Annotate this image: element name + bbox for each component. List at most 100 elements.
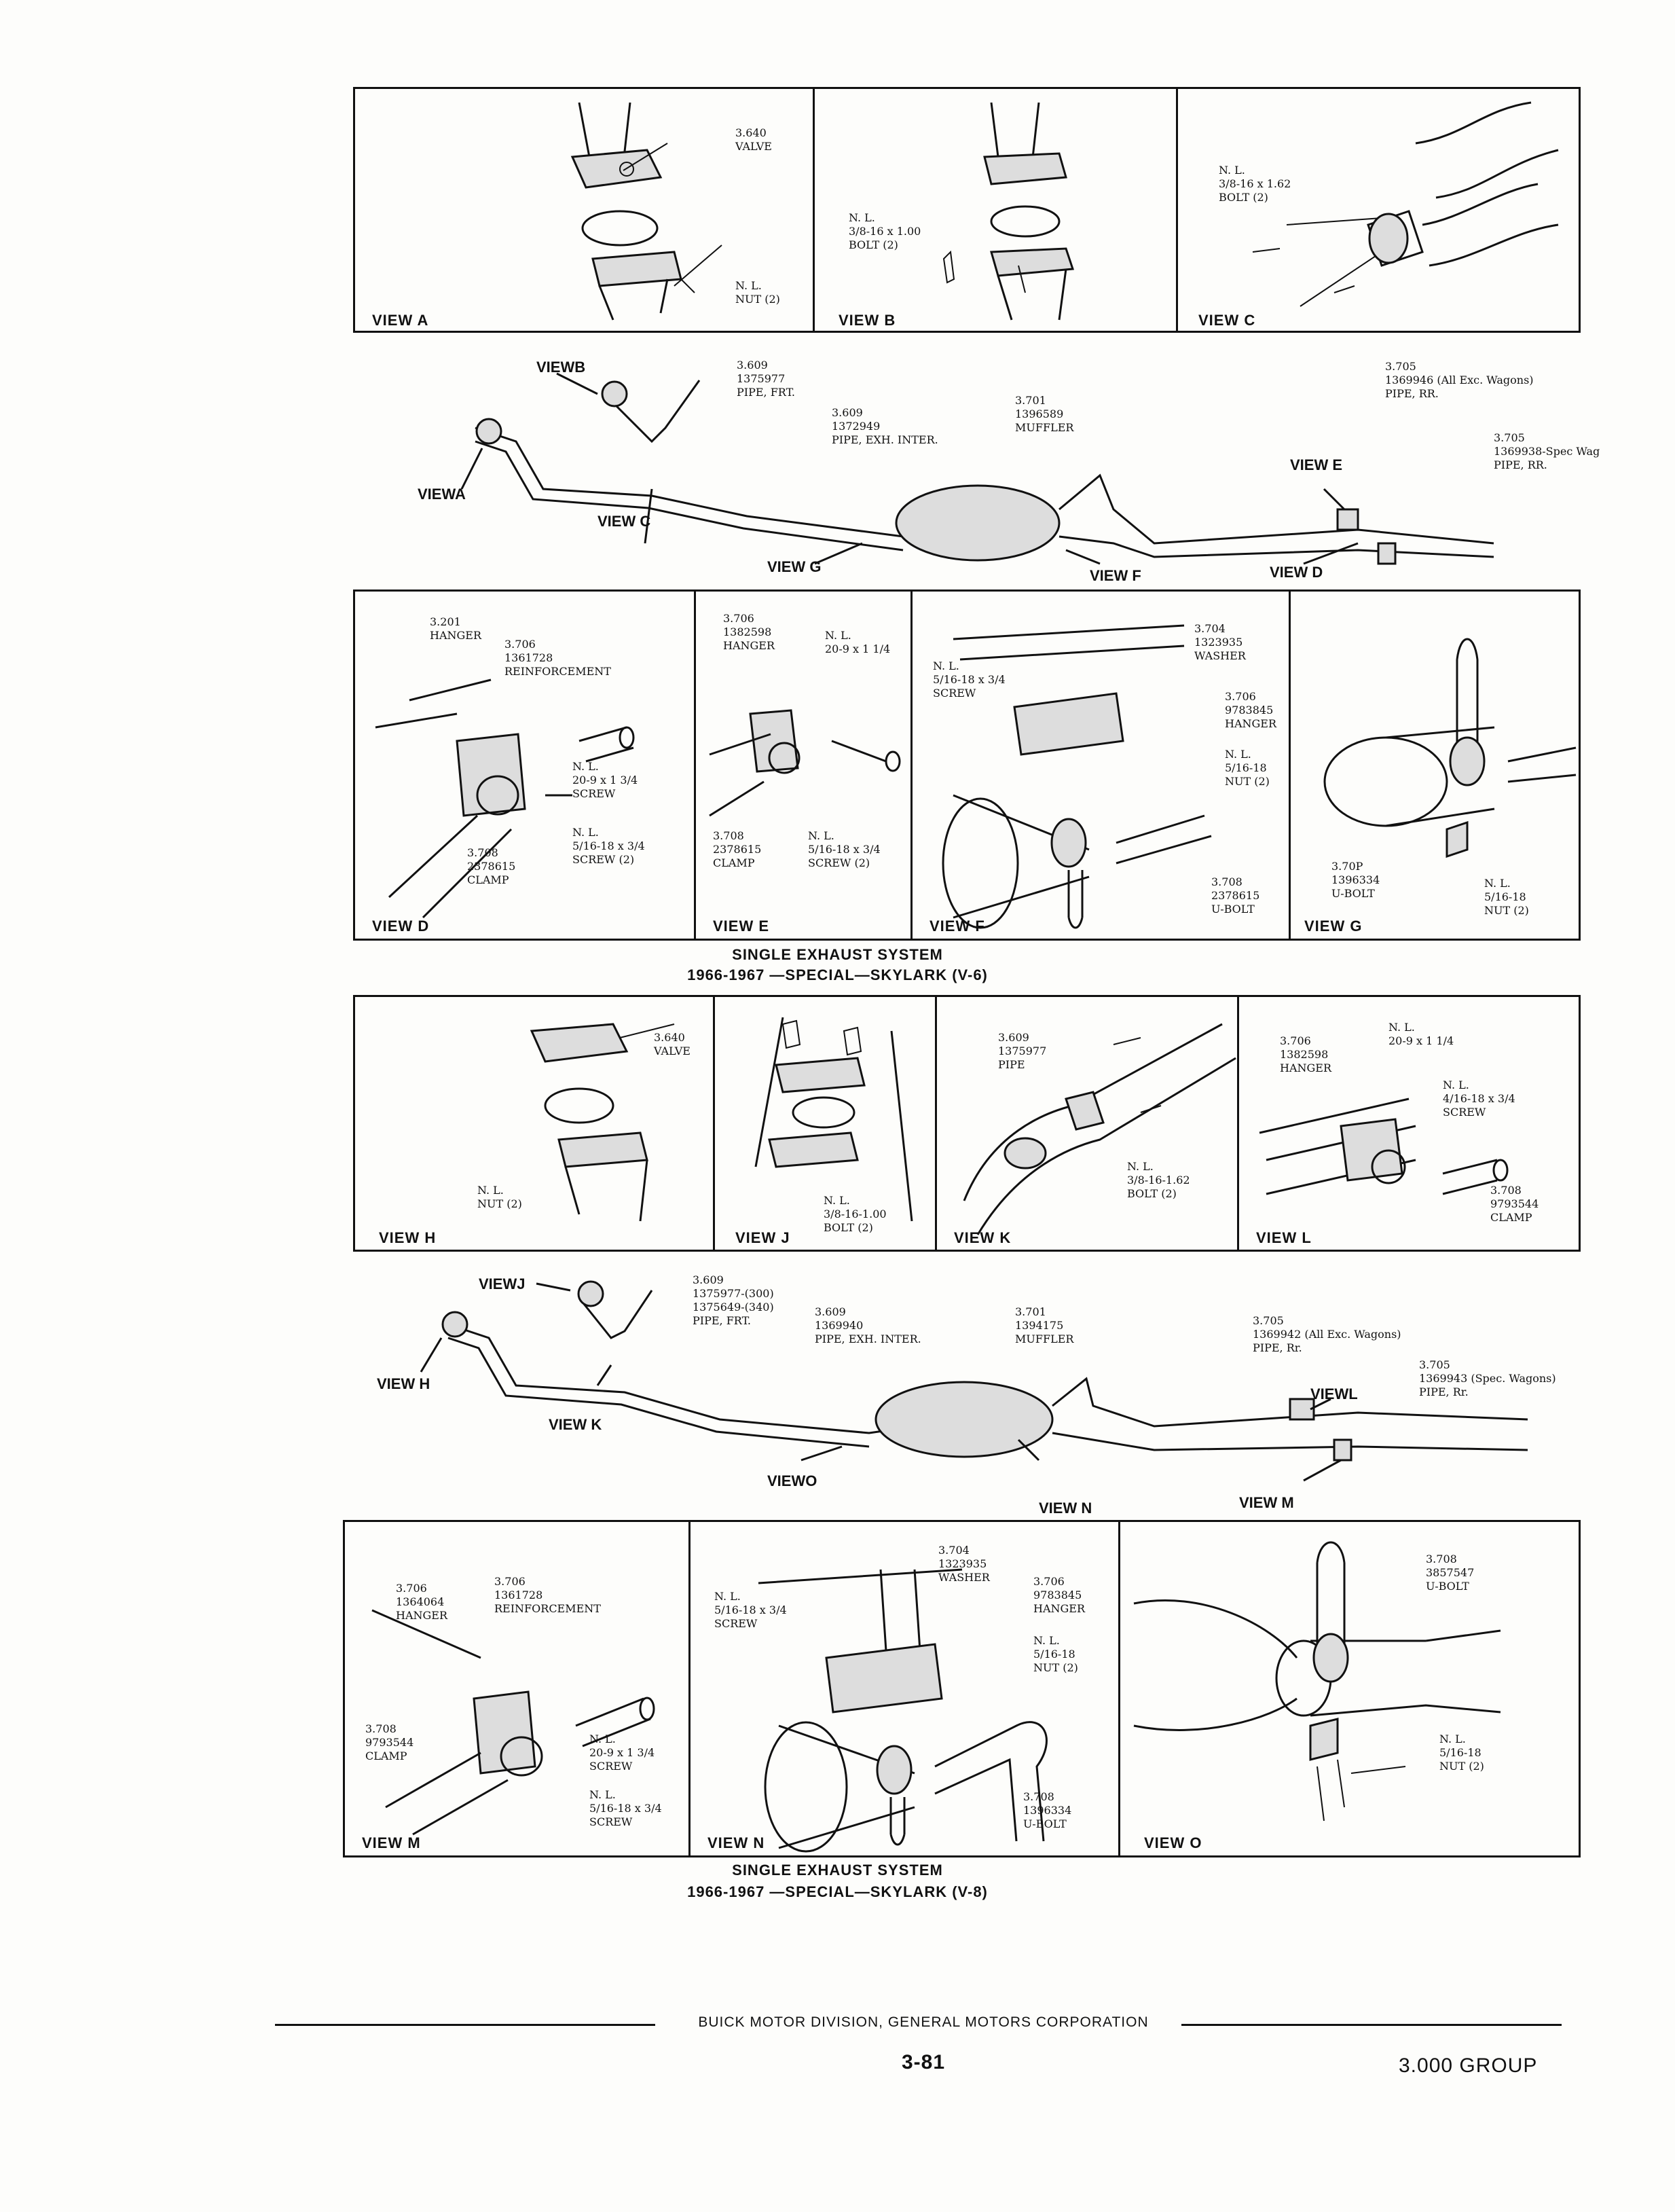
view-e-drawing [709, 709, 901, 817]
view-n-panel: N. L. 5/16-18 x 3/4 SCREW 3.704 1323935 … [688, 1520, 1120, 1857]
view-j-drawing [754, 1017, 913, 1222]
view-m-hanger-label: 3.706 1364064 HANGER [396, 1582, 448, 1622]
view-g-label: VIEW G [1304, 918, 1363, 935]
view-g-nut-label: N. L. 5/16-18 NUT (2) [1484, 877, 1529, 917]
view-c-label: VIEW C [1198, 312, 1256, 329]
view-b-drawing [942, 102, 1075, 321]
view-d-hanger-label: 3.201 HANGER [430, 615, 482, 642]
footer-rule-left [275, 2024, 655, 2026]
view-l-nl1-label: N. L. 20-9 x 1 1/4 [1388, 1021, 1454, 1047]
view-j-panel: N. L. 3/8-16-1.00 BOLT (2) VIEW J [713, 995, 937, 1252]
view-h-panel: 3.640 VALVE N. L. NUT (2) VIEW H [353, 995, 715, 1252]
view-d-reinf-label: 3.706 1361728 REINFORCEMENT [504, 638, 611, 678]
v6-arrow-view-d: VIEW D [1270, 564, 1323, 581]
view-d-label: VIEW D [372, 918, 430, 935]
v8-caption-line1: SINGLE EXHAUST SYSTEM [732, 1862, 943, 1879]
view-m-drawing [371, 1609, 655, 1836]
view-e-label: VIEW E [713, 918, 770, 935]
view-n-hanger-label: 3.706 9783845 HANGER [1033, 1575, 1086, 1615]
view-f-panel: N. L. 5/16-18 x 3/4 SCREW 3.704 1323935 … [910, 590, 1291, 941]
v6-arrow-view-b: VIEWB [536, 359, 586, 376]
view-a-valve-label: 3.640 VALVE [735, 126, 772, 153]
view-o-nut-label: N. L. 5/16-18 NUT (2) [1439, 1733, 1484, 1773]
view-m-reinf-label: 3.706 1361728 REINFORCEMENT [494, 1575, 601, 1615]
view-l-screw-label: N. L. 4/16-18 x 3/4 SCREW [1443, 1078, 1515, 1119]
v6-arrow-view-e: VIEW E [1290, 456, 1343, 473]
view-e-screw-label: N. L. 5/16-18 x 3/4 SCREW (2) [808, 829, 881, 869]
view-a-label: VIEW A [372, 312, 429, 329]
view-f-hanger-label: 3.706 9783845 HANGER [1225, 690, 1277, 730]
view-h-drawing [530, 1023, 675, 1222]
view-m-screw2-label: N. L. 5/16-18 x 3/4 SCREW [589, 1788, 662, 1828]
view-n-label: VIEW N [707, 1834, 765, 1851]
v6-arrow-view-a: VIEWA [418, 486, 466, 503]
view-f-ubolt-label: 3.708 2378615 U-BOLT [1211, 875, 1260, 915]
v8-arrow-view-j: VIEWJ [479, 1275, 526, 1292]
view-o-panel: 3.708 3857547 U-BOLT N. L. 5/16-18 NUT (… [1118, 1520, 1581, 1857]
view-m-panel: 3.706 1364064 HANGER 3.706 1361728 REINF… [343, 1520, 691, 1857]
view-o-drawing [1133, 1541, 1501, 1821]
view-m-label: VIEW M [362, 1834, 421, 1851]
view-h-nut-label: N. L. NUT (2) [477, 1184, 522, 1210]
view-o-ubolt-label: 3.708 3857547 U-BOLT [1426, 1553, 1475, 1593]
v6-arrow-view-c: VIEW C [597, 513, 651, 530]
view-l-clamp-label: 3.708 9793544 CLAMP [1490, 1184, 1539, 1224]
view-e-hanger-label: 3.706 1382598 HANGER [723, 612, 775, 652]
footer-group: 3.000 GROUP [1399, 2054, 1538, 2077]
footer-page-number: 3-81 [901, 2051, 946, 2073]
view-h-valve-label: 3.640 VALVE [654, 1031, 691, 1057]
view-k-label: VIEW K [954, 1229, 1012, 1246]
view-d-screw2-label: N. L. 5/16-18 x 3/4 SCREW (2) [572, 826, 645, 866]
view-f-washer-label: 3.704 1323935 WASHER [1194, 622, 1246, 662]
view-g-panel: 3.70P 1396334 U-BOLT N. L. 5/16-18 NUT (… [1289, 590, 1581, 941]
v8-muffler-label: 3.701 1394175 MUFFLER [1015, 1305, 1074, 1345]
v6-caption-line1: SINGLE EXHAUST SYSTEM [732, 946, 943, 963]
view-f-drawing [942, 624, 1212, 929]
view-d-clamp-label: 3.708 2378615 CLAMP [467, 846, 516, 886]
footer-rule-right [1181, 2024, 1562, 2026]
view-b-label: VIEW B [839, 312, 896, 329]
view-n-washer-label: 3.704 1323935 WASHER [938, 1544, 990, 1584]
v8-exhaust-overview [420, 1280, 1528, 1482]
view-n-drawing [758, 1568, 1048, 1853]
v8-arrow-view-o: VIEWO [767, 1472, 817, 1489]
view-k-panel: 3.609 1375977 PIPE N. L. 3/8-16-1.62 BOL… [935, 995, 1239, 1252]
view-f-screw-label: N. L. 5/16-18 x 3/4 SCREW [933, 659, 1006, 700]
v8-pipe-inter-label: 3.609 1369940 PIPE, EXH. INTER. [815, 1305, 921, 1345]
view-l-label: VIEW L [1256, 1229, 1312, 1246]
v8-pipe-rr2-label: 3.705 1369943 (Spec. Wagons) PIPE, Rr. [1419, 1358, 1556, 1398]
v8-pipe-frt-label: 3.609 1375977-(300) 1375649-(340) PIPE, … [693, 1273, 774, 1327]
v8-pipe-rr1-label: 3.705 1369942 (All Exc. Wagons) PIPE, Rr… [1253, 1314, 1401, 1354]
view-a-nut-label: N. L. NUT (2) [735, 279, 780, 306]
v6-pipe-rr2-label: 3.705 1369938-Spec Wag PIPE, RR. [1494, 431, 1600, 471]
v6-pipe-frt-label: 3.609 1375977 PIPE, FRT. [737, 359, 795, 399]
view-n-screw-label: N. L. 5/16-18 x 3/4 SCREW [714, 1590, 787, 1630]
v6-arrow-view-g: VIEW G [767, 558, 822, 575]
view-e-clamp-label: 3.708 2378615 CLAMP [713, 829, 762, 869]
view-e-panel: 3.706 1382598 HANGER N. L. 20-9 x 1 1/4 … [694, 590, 913, 941]
view-m-screw1-label: N. L. 20-9 x 1 3/4 SCREW [589, 1733, 655, 1773]
view-g-ubolt-label: 3.70P 1396334 U-BOLT [1331, 860, 1380, 900]
view-j-bolt-label: N. L. 3/8-16-1.00 BOLT (2) [824, 1194, 887, 1234]
v8-arrow-view-k: VIEW K [549, 1416, 602, 1433]
v8-arrow-view-m: VIEW M [1239, 1494, 1294, 1511]
view-d-panel: 3.201 HANGER 3.706 1361728 REINFORCEMENT… [353, 590, 696, 941]
view-k-drawing [963, 1023, 1236, 1235]
view-m-clamp-label: 3.708 9793544 CLAMP [365, 1722, 414, 1762]
v8-caption-line2: 1966-1967 —SPECIAL—SKYLARK (V-8) [687, 1883, 988, 1900]
view-k-bolt-label: N. L. 3/8-16-1.62 BOLT (2) [1127, 1160, 1190, 1200]
view-l-drawing [1259, 1098, 1509, 1195]
view-f-nut-label: N. L. 5/16-18 NUT (2) [1225, 748, 1270, 788]
view-j-label: VIEW J [735, 1229, 790, 1246]
view-n-nut-label: N. L. 5/16-18 NUT (2) [1033, 1634, 1078, 1674]
view-e-nl-label: N. L. 20-9 x 1 1/4 [825, 629, 891, 655]
footer-division: BUICK MOTOR DIVISION, GENERAL MOTORS COR… [698, 2014, 1149, 2030]
view-l-hanger-label: 3.706 1382598 HANGER [1280, 1034, 1332, 1074]
view-c-bolt-label: N. L. 3/8-16 x 1.62 BOLT (2) [1219, 164, 1291, 204]
view-g-drawing [1323, 638, 1577, 858]
view-l-panel: 3.706 1382598 HANGER N. L. 20-9 x 1 1/4 … [1237, 995, 1581, 1252]
view-o-label: VIEW O [1144, 1834, 1202, 1851]
view-k-pipe-label: 3.609 1375977 PIPE [998, 1031, 1047, 1071]
view-d-screw1-label: N. L. 20-9 x 1 3/4 SCREW [572, 760, 638, 800]
v6-pipe-inter-label: 3.609 1372949 PIPE, EXH. INTER. [832, 406, 938, 446]
